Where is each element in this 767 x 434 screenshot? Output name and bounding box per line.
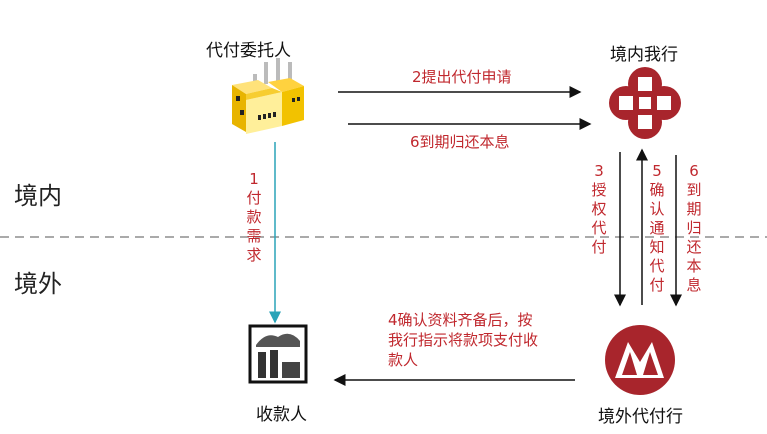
domestic-bank-label: 境内我行: [610, 45, 678, 65]
step3-label: 3授权代付: [591, 162, 607, 256]
region-domestic-label: 境内: [14, 182, 62, 210]
factory-icon: [232, 58, 304, 134]
payee-factory-icon: [248, 324, 308, 384]
domestic-bank-logo-icon: [609, 67, 681, 139]
step4-label: 4确认资料齐备后，按 我行指示将款项支付收 款人: [388, 310, 538, 370]
step2-label: 2提出代付申请: [412, 68, 512, 86]
overseas-bank-logo-icon: [605, 325, 675, 395]
payee-label: 收款人: [256, 405, 307, 425]
step6-overseas-label: 6到期归还本息: [686, 162, 702, 294]
step6-domestic-label: 6到期归还本息: [410, 133, 510, 151]
step5-label: 5确认通知代付: [649, 162, 665, 294]
principal-label: 代付委托人: [206, 41, 291, 61]
step4-line-1: 4确认资料齐备后，按: [388, 311, 533, 329]
region-overseas-label: 境外: [14, 270, 62, 298]
step4-line-3: 款人: [388, 351, 419, 369]
overseas-bank-label: 境外代付行: [598, 407, 683, 427]
step4-line-2: 我行指示将款项支付收: [388, 331, 539, 349]
step1-label: 1付款需求: [246, 170, 262, 264]
